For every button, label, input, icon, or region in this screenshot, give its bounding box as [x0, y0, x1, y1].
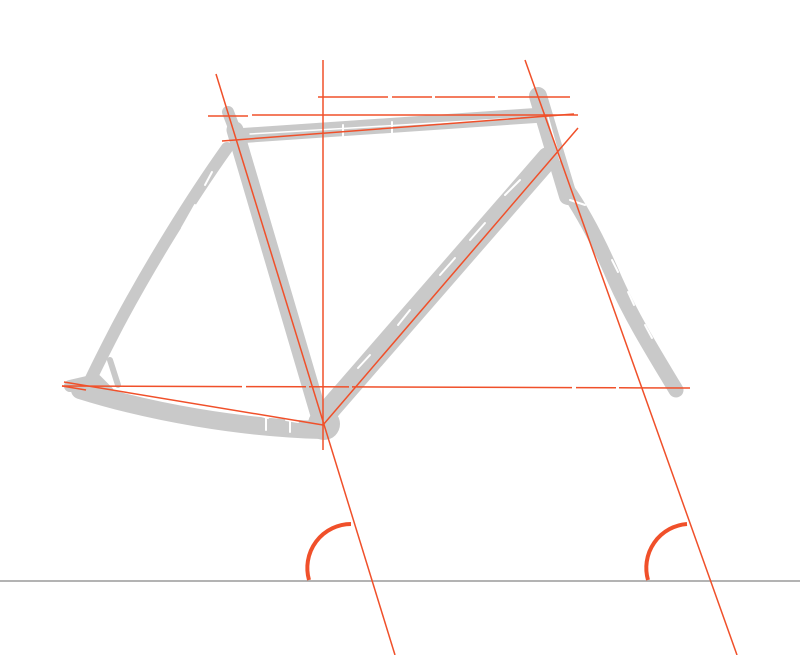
crown-decal — [569, 199, 586, 206]
top-tube-line — [221, 113, 575, 142]
rear-brace — [107, 357, 121, 388]
down-tube-decal-1 — [504, 179, 521, 196]
steering-axis — [524, 59, 738, 655]
seat-stay-decal-2 — [204, 171, 213, 186]
bike-frame — [64, 87, 684, 440]
down-tube-decal-3 — [439, 257, 456, 276]
top-tube-highlight — [249, 117, 521, 135]
seat-stay-decal-1 — [181, 204, 196, 229]
down-tube-decal-2 — [469, 222, 486, 241]
chain-stay-decal-2 — [285, 419, 299, 423]
chain-stay-line — [63, 381, 324, 426]
seat-tube-axis — [215, 73, 396, 655]
head-tube-angle-arc — [644, 522, 688, 581]
geometry-lines — [61, 59, 738, 655]
down-tube-decal-4 — [397, 309, 411, 326]
angle-markers — [305, 522, 688, 581]
chain-stay — [71, 381, 332, 439]
down-tube — [316, 147, 559, 423]
down-tube-line — [322, 127, 579, 426]
rear-axle-tick — [61, 385, 87, 391]
fork-decal-2 — [627, 291, 635, 306]
fork-decal-3 — [644, 324, 653, 339]
fork — [558, 180, 684, 398]
seat-stay — [82, 142, 233, 391]
axle-line — [61, 385, 691, 389]
frame-decals — [181, 116, 653, 433]
down-tube-decal-5 — [357, 354, 371, 369]
fork-decal-1 — [611, 259, 619, 273]
seat-tube-angle-arc — [305, 522, 352, 581]
